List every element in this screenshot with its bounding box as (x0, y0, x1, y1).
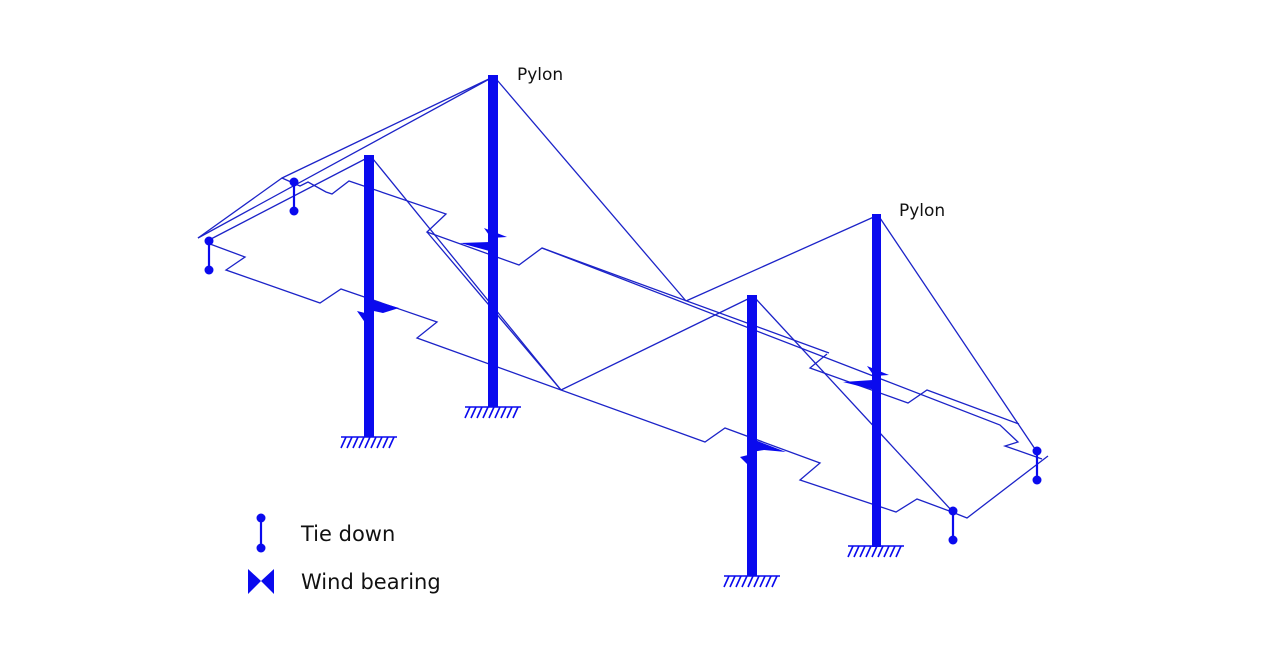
cable (879, 217, 1038, 453)
ground-hatch (871, 545, 878, 558)
legend-tie-down-icon (256, 513, 266, 553)
ground-hatch (765, 575, 772, 588)
deck-left-lower-edge (209, 243, 1049, 519)
cable (197, 76, 494, 239)
ground-hatch (382, 436, 389, 449)
ground-hatch (771, 575, 778, 588)
ground-hatch (340, 436, 347, 449)
ground-hatch (759, 575, 766, 588)
ground-hatch (346, 436, 353, 449)
pylon-right-tall (872, 214, 881, 547)
ground-hatch (753, 575, 760, 588)
pylon-left-tall (488, 75, 498, 407)
ground-hatch (482, 406, 489, 419)
ground-hatch (358, 436, 365, 449)
wind-bearing-icon (740, 440, 786, 466)
ground-hatch (376, 436, 383, 449)
cable (372, 158, 562, 391)
tie-down-icon (1032, 446, 1042, 485)
cable (685, 215, 877, 302)
ground-hatch (895, 545, 902, 558)
ground-hatch (741, 575, 748, 588)
pylon-right-short (747, 295, 757, 576)
ground-hatch (512, 406, 519, 419)
deck-middle-upper (808, 353, 1020, 425)
ground-hatch (729, 575, 736, 588)
cable (496, 79, 687, 302)
ground-hatch (889, 545, 896, 558)
wind-bearing-icon (843, 366, 889, 390)
ground-hatch (388, 436, 395, 449)
ground-hatch (352, 436, 359, 449)
ground-hatch (747, 575, 754, 588)
pylon-left-short (364, 155, 374, 437)
ground-hatch (370, 436, 377, 449)
ground-hatch (859, 545, 866, 558)
cable (560, 296, 753, 391)
ground-hatch (877, 545, 884, 558)
legend-wind-bearing-icon (248, 569, 274, 594)
ground-hatch (847, 545, 854, 558)
ground-hatch (364, 436, 371, 449)
ground-support-icon (847, 545, 904, 558)
ground-hatch (735, 575, 742, 588)
tie-down-icon (289, 177, 299, 216)
ground-support-icon (340, 436, 397, 449)
ground-support-icon (464, 406, 521, 419)
legend-label-wind-bearing: Wind bearing (301, 570, 441, 594)
ground-support-icon (723, 575, 780, 588)
pylon-label: Pylon (899, 201, 945, 221)
ground-hatch (476, 406, 483, 419)
ground-hatch (470, 406, 477, 419)
ground-hatch (865, 545, 872, 558)
legend-label-tie-down: Tie down (300, 522, 395, 546)
ground-hatch (488, 406, 495, 419)
tie-down-icon (948, 506, 958, 545)
wind-bearing-icon (357, 300, 399, 324)
cable (208, 156, 370, 241)
ground-hatch (500, 406, 507, 419)
wind-bearing-icon (460, 228, 507, 252)
cable (755, 298, 954, 513)
ground-hatch (883, 545, 890, 558)
ground-hatch (506, 406, 513, 419)
ground-hatch (853, 545, 860, 558)
deck-left-outline (197, 177, 1043, 460)
ground-hatch (723, 575, 730, 588)
cable (281, 76, 494, 179)
legend: Tie down Wind bearing (248, 513, 441, 594)
ground-hatch (494, 406, 501, 419)
ground-hatch (464, 406, 471, 419)
tie-down-icon (204, 236, 214, 275)
pylon-label: Pylon (517, 65, 563, 85)
